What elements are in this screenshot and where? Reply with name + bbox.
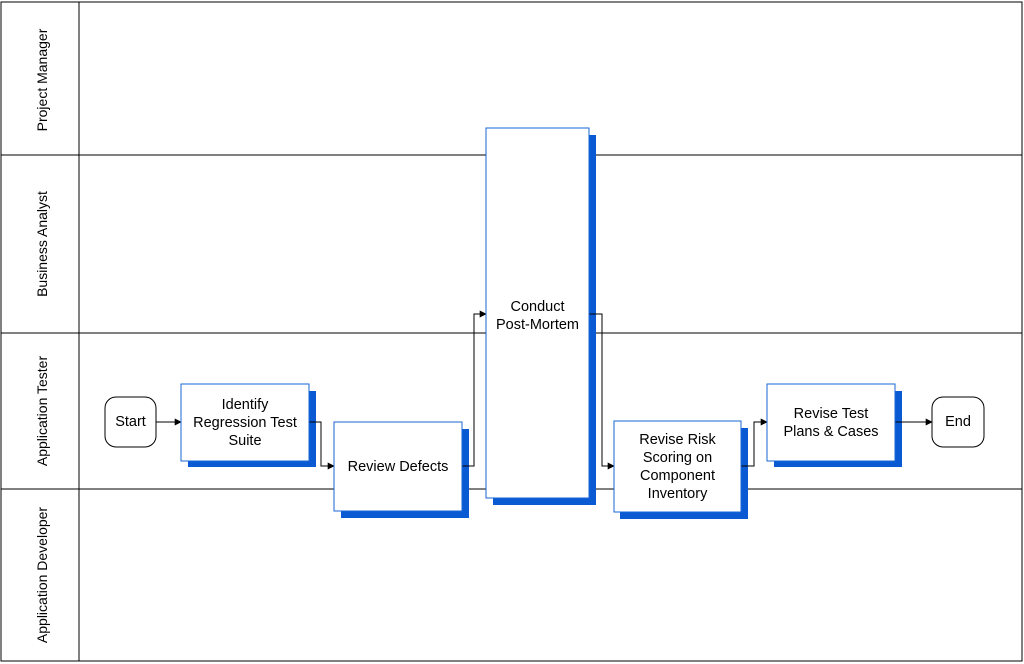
end-node[interactable]: [931, 396, 985, 448]
conduct-post-mortem-box[interactable]: [485, 127, 590, 499]
connector-identify-review: [309, 421, 335, 470]
lane-label-project-manager: Project Manager: [34, 28, 50, 131]
revise-test-plans-box[interactable]: [766, 383, 896, 462]
connector-conduct-revise-risk: [589, 313, 615, 470]
review-defects-box[interactable]: [333, 421, 463, 512]
identify-regression-test-suite-box[interactable]: [180, 383, 310, 462]
lane-label-application-developer: Application Developer: [34, 507, 50, 644]
lane-label-business-analyst: Business Analyst: [34, 191, 50, 297]
connector-risk-revise-test: [741, 418, 768, 467]
revise-risk-scoring-box[interactable]: [613, 420, 742, 513]
connector-review-conduct: [462, 310, 487, 467]
start-node[interactable]: [104, 396, 157, 448]
lane-label-application-tester: Application Tester: [34, 356, 50, 467]
